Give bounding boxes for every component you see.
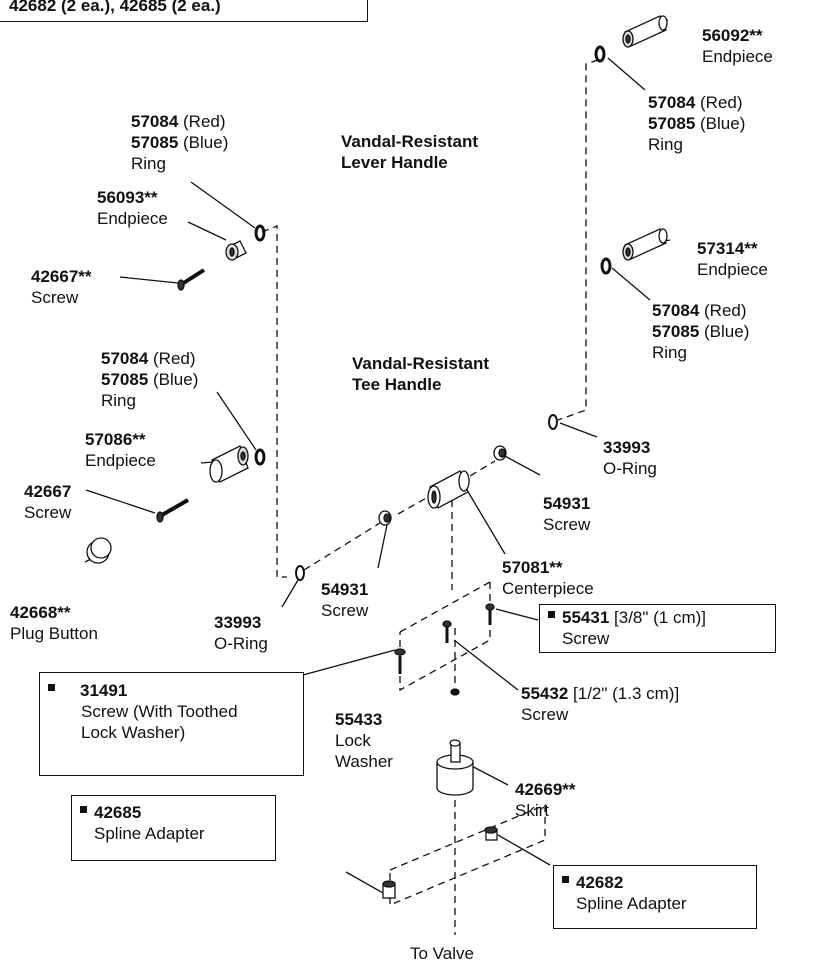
tee-handle-title: Vandal-Resistant Tee Handle xyxy=(352,353,489,395)
header-note: 42682 (2 ea.), 42685 (2 ea.) xyxy=(9,0,221,15)
tee-title-line2: Tee Handle xyxy=(352,375,442,394)
label-42669: 42669** Skirt xyxy=(515,780,576,820)
square-bullet xyxy=(562,876,569,883)
lever-title-line1: Vandal-Resistant xyxy=(341,132,478,151)
label-ring-top-right: 57084 (Red) 57085 (Blue) Ring xyxy=(648,93,746,154)
box-42685: 42685 Spline Adapter xyxy=(71,795,276,861)
screw-55432-shape xyxy=(442,620,452,643)
label-33993-left: 33993 O-Ring xyxy=(214,613,268,653)
screw-42667a-shape xyxy=(177,268,206,291)
ring-top-left-shape xyxy=(254,224,266,242)
ring-mid-right-shape xyxy=(600,257,612,275)
label-42668: 42668** Plug Button xyxy=(10,603,98,643)
left-assembly-line xyxy=(261,225,287,578)
diag-line-b xyxy=(397,496,429,515)
tee-title-line1: Vandal-Resistant xyxy=(352,354,489,373)
screw-42667b-shape xyxy=(156,498,189,523)
label-42667b: 42667 Screw xyxy=(24,482,72,522)
endpiece-56093-shape xyxy=(225,240,247,261)
box-55431: 55431 [3/8" (1 cm)] Screw xyxy=(539,604,776,653)
spline-adapter-42682-shape xyxy=(484,826,498,841)
oring-right-shape xyxy=(548,414,558,430)
lever-handle-title: Vandal-Resistant Lever Handle xyxy=(341,131,478,173)
label-55433: 55433 Lock Washer xyxy=(335,710,393,771)
endpiece-57314-shape xyxy=(622,228,668,261)
label-57314: 57314** Endpiece xyxy=(697,239,768,279)
screw-54931r-shape xyxy=(493,445,507,461)
header-note-box: 42682 (2 ea.), 42685 (2 ea.) xyxy=(0,0,368,22)
label-57086: 57086** Endpiece xyxy=(85,430,156,470)
label-42667a: 42667** Screw xyxy=(31,267,92,307)
diag-line-a xyxy=(303,522,381,571)
label-33993-right: 33993 O-Ring xyxy=(603,438,657,478)
right-assembly-line xyxy=(557,59,599,421)
label-55432: 55432 [1/2" (1.3 cm)] Screw xyxy=(521,684,680,724)
ring-top-right-shape xyxy=(594,45,606,63)
lock-washer-shape xyxy=(450,688,460,696)
endpiece-56092-shape xyxy=(622,15,668,48)
plug-button-shape xyxy=(86,537,112,564)
label-ring-mid-left: 57084 (Red) 57085 (Blue) Ring xyxy=(101,349,199,410)
box-42682: 42682 Spline Adapter xyxy=(553,865,757,929)
screw-55431-shape xyxy=(485,603,495,625)
ring-mid-left-shape xyxy=(254,448,266,466)
lever-title-line2: Lever Handle xyxy=(341,153,448,172)
label-54931-left: 54931 Screw xyxy=(321,580,369,620)
square-bullet xyxy=(80,806,87,813)
box-31491: 31491 Screw (With Toothed Lock Washer) xyxy=(39,672,304,776)
to-valve-label: To Valve xyxy=(410,944,474,963)
screw-31491-shape xyxy=(394,648,406,674)
skirt-shape xyxy=(436,739,474,796)
label-56092: 56092** Endpiece xyxy=(702,26,773,66)
label-56093: 56093** Endpiece xyxy=(97,188,168,228)
label-ring-mid-right: 57084 (Red) 57085 (Blue) Ring xyxy=(652,301,750,362)
label-ring-top-left: 57084 (Red) 57085 (Blue) Ring xyxy=(131,112,229,173)
square-bullet xyxy=(48,684,55,691)
centerpiece-shape xyxy=(427,470,470,509)
oring-left-shape xyxy=(295,565,305,581)
screw-plane xyxy=(399,581,491,692)
spline-adapter-42685-shape xyxy=(382,880,396,899)
label-54931-right: 54931 Screw xyxy=(543,494,591,534)
endpiece-57086-shape xyxy=(209,445,249,483)
label-57081: 57081** Centerpiece xyxy=(502,558,594,598)
screw-54931l-shape xyxy=(378,510,392,526)
square-bullet xyxy=(548,611,555,618)
